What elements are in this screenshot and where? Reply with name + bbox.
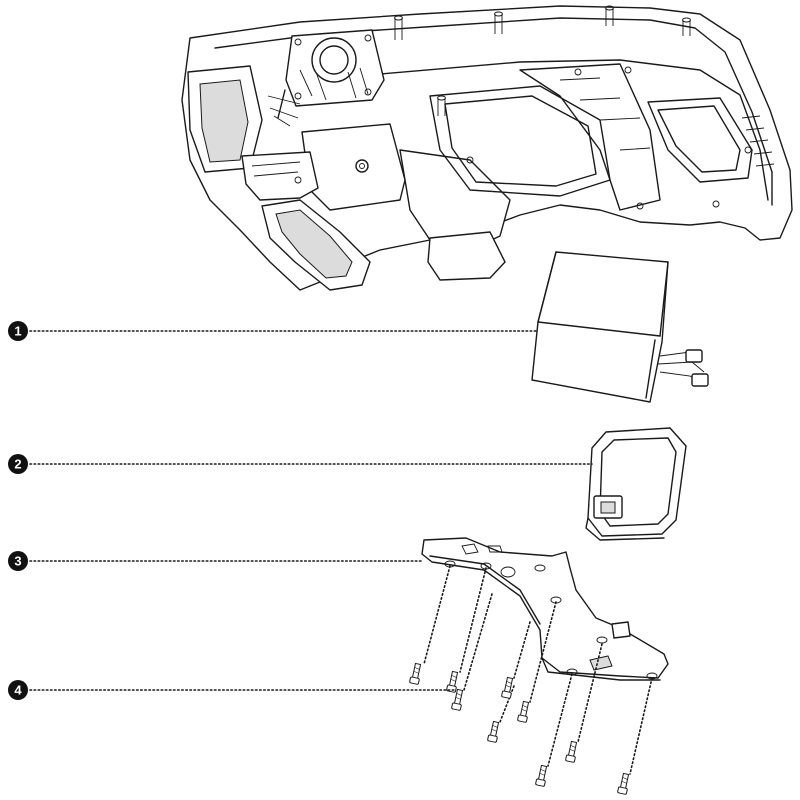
screw (535, 764, 548, 787)
base-plate (421, 537, 669, 681)
callout-4-circle (8, 680, 28, 700)
callout-1-circle (8, 321, 28, 341)
screws (423, 565, 653, 775)
callout-1: 1 (8, 321, 28, 341)
screw-layer (409, 662, 630, 795)
callout-3-label: 3 (14, 554, 21, 569)
screw (517, 700, 530, 723)
screw (487, 720, 500, 743)
battery-pack (531, 251, 709, 403)
callout-3-circle (8, 551, 28, 571)
callout-1-label: 1 (14, 324, 21, 339)
callout-2-label: 2 (14, 457, 21, 472)
screw (409, 662, 422, 685)
callout-4: 4 (8, 680, 28, 700)
callout-2-circle (8, 454, 28, 474)
screw (565, 740, 578, 763)
cover-module (585, 427, 687, 541)
callout-leaders (29, 330, 593, 691)
callout-3: 3 (8, 551, 28, 571)
callout-2: 2 (8, 454, 28, 474)
housing-assembly (181, 5, 793, 291)
screw (501, 676, 514, 699)
screw (617, 772, 630, 795)
callout-4-label: 4 (14, 683, 22, 698)
screw (451, 688, 464, 711)
